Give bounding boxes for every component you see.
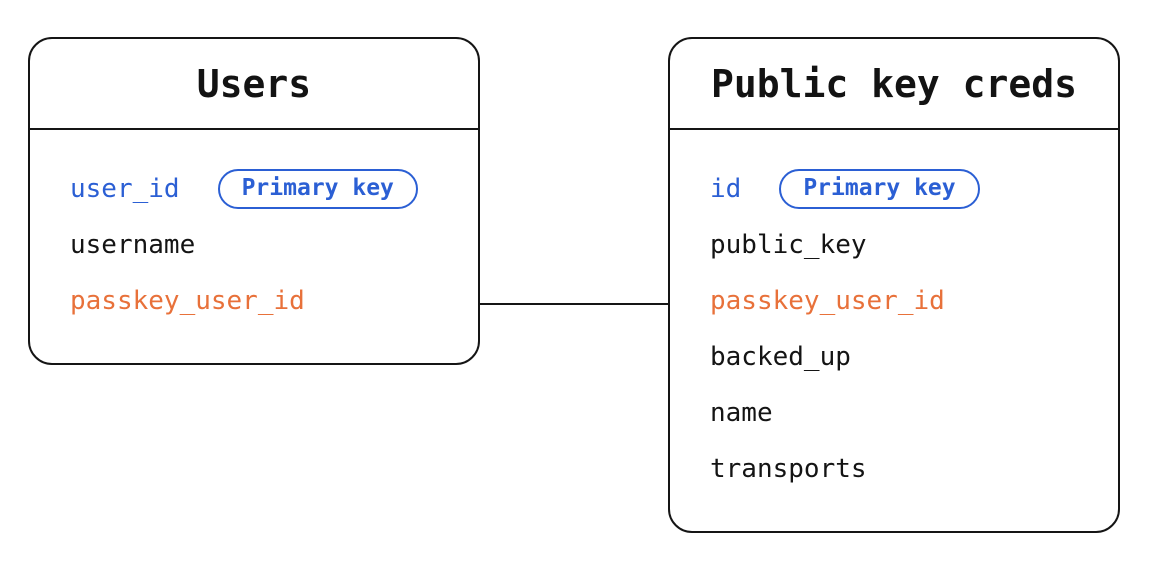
table-row: transports	[710, 441, 1088, 497]
table-row: backed_up	[710, 329, 1088, 385]
table-row: public_key	[710, 217, 1088, 273]
field-name: username	[70, 230, 196, 260]
field-name: passkey_user_id	[710, 286, 945, 316]
field-name: public_key	[710, 230, 867, 260]
field-name: name	[710, 398, 773, 428]
table-title: Public key creds	[710, 61, 1078, 106]
table-header: Users	[30, 39, 478, 130]
table-header: Public key creds	[670, 39, 1118, 130]
field-name: user_id	[70, 174, 180, 204]
field-name: passkey_user_id	[70, 286, 305, 316]
table-row: passkey_user_id	[70, 273, 448, 329]
table-title: Users	[196, 61, 312, 106]
table-users: Users user_id Primary key username passkey_u…	[28, 37, 480, 365]
field-name: backed_up	[710, 342, 851, 372]
table-row: id Primary key	[710, 161, 1088, 217]
table-fields: user_id Primary key username passkey_user_i…	[30, 130, 478, 363]
primary-key-badge: Primary key	[779, 168, 980, 210]
table-row: name	[710, 385, 1088, 441]
table-row: username	[70, 217, 448, 273]
table-row: passkey_user_id	[710, 273, 1088, 329]
field-name: transports	[710, 454, 867, 484]
relationship-line	[480, 303, 668, 305]
field-name: id	[710, 174, 742, 204]
table-row: user_id Primary key	[70, 161, 448, 217]
primary-key-badge: Primary key	[217, 168, 418, 210]
